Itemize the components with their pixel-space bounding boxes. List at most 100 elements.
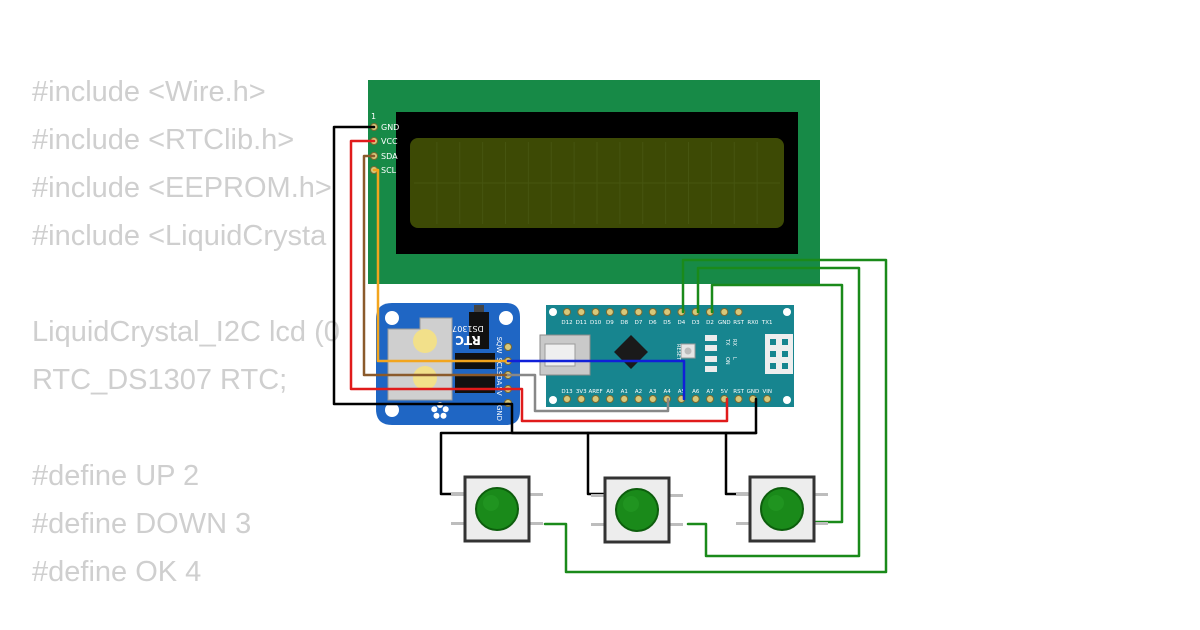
nano-top-pin-d5[interactable] — [663, 308, 672, 316]
led-label: ON — [724, 357, 730, 365]
nano-bottom-pin-aref[interactable] — [591, 395, 600, 403]
lcd-pin-label: VCC — [381, 137, 398, 146]
rtc-crystal-lead — [474, 305, 484, 312]
led-label: L — [731, 357, 737, 360]
nano-bottom-pin-rst[interactable] — [734, 395, 743, 403]
wire-gnd-ok[interactable] — [724, 431, 750, 496]
nano-led — [705, 335, 717, 341]
rtc-crystal — [469, 312, 489, 349]
rtc-pin-label: SQW — [495, 337, 503, 354]
nano-bottom-pin-label: 5V — [721, 389, 728, 395]
reset-label: RESET — [675, 344, 681, 361]
rtc-chip-label: DS1307 — [452, 324, 484, 333]
nano-bottom-pin-label: RST — [733, 389, 744, 395]
rtc-pin-label: SDA — [495, 371, 503, 386]
rtc-pin-sqw[interactable] — [504, 343, 512, 351]
nano-top-pin-label: D5 — [663, 320, 671, 326]
led-label: RX — [731, 339, 737, 346]
lcd-pin-label: GND — [381, 123, 399, 132]
led-label: TX — [724, 338, 730, 346]
nano-top-pin-d7[interactable] — [634, 308, 643, 316]
wire-d2-up[interactable] — [710, 283, 844, 524]
nano-top-pin-d6[interactable] — [648, 308, 657, 316]
wires — [332, 125, 888, 574]
code-line: LiquidCrystal_I2C lcd (0 — [32, 316, 340, 348]
ok-button[interactable] — [736, 475, 828, 543]
nano-top-pin-d10[interactable] — [591, 308, 600, 316]
nano-bottom-pin-a2[interactable] — [634, 395, 643, 403]
icsp-header — [765, 334, 793, 374]
lcd-display[interactable]: 1 GND VCC SDA SCL — [368, 80, 820, 284]
nano-bottom-pin-vin[interactable] — [763, 395, 772, 403]
nano-top-pin-rst[interactable] — [734, 308, 743, 316]
wire-d4-ok[interactable] — [543, 258, 888, 574]
code-line: #include <Wire.h> — [32, 76, 266, 108]
wire-vcc[interactable] — [349, 139, 510, 391]
rtc-battery-contact — [413, 366, 437, 390]
nano-top-pin-label: D8 — [620, 320, 628, 326]
nano-top-pin-label: GND — [718, 320, 731, 326]
nano-top-pin-label: D3 — [692, 320, 700, 326]
nano-top-pin-label: D12 — [561, 320, 572, 326]
nano-bottom-pin-label: A7 — [706, 389, 714, 395]
nano-mount-hole — [783, 308, 791, 316]
wire-sda[interactable] — [362, 154, 510, 377]
nano-bottom-pin-label: A2 — [635, 389, 642, 395]
lcd-pin-label: SDA — [381, 152, 398, 161]
nano-bottom-pin-label: A0 — [606, 389, 614, 395]
nano-bottom-pin-a6[interactable] — [691, 395, 700, 403]
nano-bottom-pin-label: A5 — [678, 389, 686, 395]
nano-bottom-pin-label: D13 — [561, 389, 573, 395]
nano-top-pin-d11[interactable] — [577, 308, 586, 316]
reset-button-cap — [684, 347, 692, 355]
nano-mount-hole — [549, 308, 557, 316]
wire-a5-scl[interactable] — [506, 373, 670, 413]
rtc-title: RTC — [455, 333, 481, 347]
up-button[interactable] — [451, 475, 543, 543]
code-line: #include <RTClib.h> — [32, 124, 295, 156]
nano-top-pin-label: D2 — [706, 320, 714, 326]
wire-gnd[interactable] — [332, 125, 510, 406]
code-line: #define UP 2 — [32, 460, 200, 492]
nano-top-pin-d9[interactable] — [605, 308, 614, 316]
rtc-chip — [455, 375, 495, 393]
code-line: #define OK 4 — [32, 556, 202, 588]
nano-bottom-pin-a3[interactable] — [648, 395, 657, 403]
nano-bottom-pin-a0[interactable] — [605, 395, 614, 403]
nano-top-pin-d8[interactable] — [620, 308, 629, 316]
rtc-battery-contact — [413, 329, 437, 353]
code-line: RTC_DS1307 RTC; — [32, 364, 288, 396]
nano-bottom-pin-label: A3 — [649, 389, 657, 395]
wire-a4-sda[interactable] — [506, 359, 686, 401]
down-button[interactable] — [591, 476, 683, 544]
wire-d3-down[interactable] — [686, 266, 861, 558]
nano-top-pin-gnd[interactable] — [720, 308, 729, 316]
rtc-pin-label: GND — [495, 405, 503, 421]
nano-bottom-pin-a1[interactable] — [620, 395, 629, 403]
nano-top-pin-label: D10 — [590, 320, 602, 326]
nano-bottom-pin-label: AREF — [588, 389, 602, 395]
nano-bottom-pin-label: GND — [747, 389, 760, 395]
rtc-mount-hole — [385, 311, 399, 325]
code-line: #define DOWN 3 — [32, 508, 252, 540]
rtc-pin-label: SCL — [495, 357, 503, 370]
nano-top-pin-label: D9 — [606, 320, 614, 326]
rtc-module[interactable]: DS1307 RTC SQW SCL SDA 5V GND — [376, 303, 520, 425]
nano-bottom-pin-label: VIN — [762, 389, 772, 395]
wire-5v[interactable] — [506, 387, 729, 423]
code-line: #include <EEPROM.h> — [32, 172, 332, 204]
nano-mount-hole — [783, 396, 791, 404]
nano-bottom-pin-d13[interactable] — [563, 395, 571, 403]
nano-bottom-pin-a7[interactable] — [706, 395, 714, 403]
wire-gnd-down[interactable] — [586, 431, 606, 496]
nano-bottom-pin-3v3[interactable] — [577, 395, 586, 403]
nano-bottom-pin-label: 3V3 — [576, 389, 587, 395]
code-line: #include <LiquidCrysta — [32, 220, 327, 252]
nano-top-pin-d12[interactable] — [563, 308, 571, 316]
nano-top-pin-label: D11 — [576, 320, 587, 326]
nano-top-pin-label: D4 — [678, 320, 686, 326]
nano-led — [705, 345, 717, 351]
wire-scl[interactable] — [372, 168, 510, 363]
